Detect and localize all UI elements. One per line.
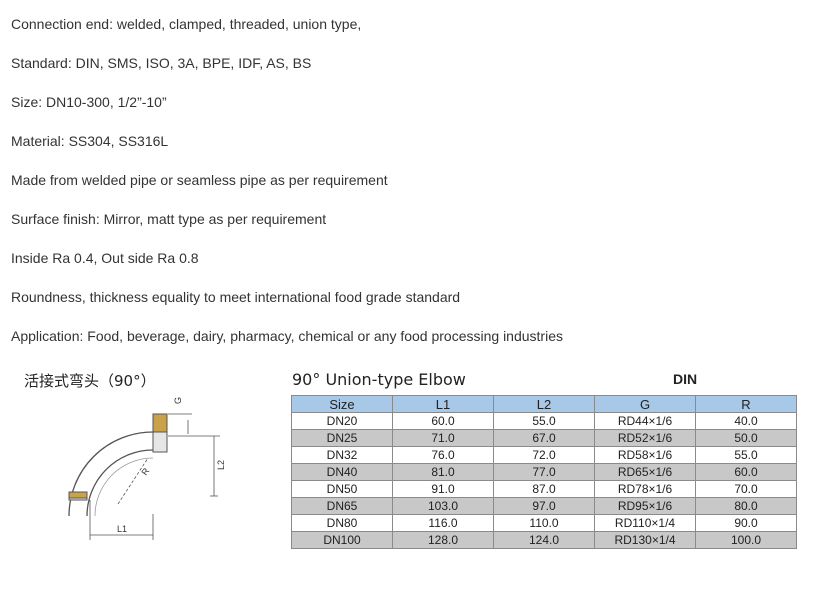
- cell-g: RD52×1/6: [594, 429, 696, 447]
- cell-g: RD44×1/6: [594, 412, 696, 430]
- header-r: R: [695, 395, 797, 413]
- cell-l2: 87.0: [493, 480, 595, 498]
- cell-l1: 128.0: [392, 531, 494, 549]
- table-row: DN20 60.0 55.0 RD44×1/6 40.0: [291, 412, 797, 430]
- cell-size: DN40: [291, 463, 393, 481]
- cell-size: DN100: [291, 531, 393, 549]
- spec-application: Application: Food, beverage, dairy, phar…: [11, 328, 563, 344]
- cell-l1: 81.0: [392, 463, 494, 481]
- cell-size: DN65: [291, 497, 393, 515]
- table-row: DN80 116.0 110.0 RD110×1/4 90.0: [291, 514, 797, 532]
- cell-size: DN25: [291, 429, 393, 447]
- cell-l2: 124.0: [493, 531, 595, 549]
- cell-l1: 91.0: [392, 480, 494, 498]
- cell-r: 90.0: [695, 514, 797, 532]
- cell-l2: 67.0: [493, 429, 595, 447]
- table-row: DN40 81.0 77.0 RD65×1/6 60.0: [291, 463, 797, 481]
- spec-size: Size: DN10-300, 1/2”-10”: [11, 94, 167, 110]
- header-size: Size: [291, 395, 393, 413]
- header-l1: L1: [392, 395, 494, 413]
- cell-l1: 103.0: [392, 497, 494, 515]
- spec-roughness: Inside Ra 0.4, Out side Ra 0.8: [11, 250, 199, 266]
- dim-r-label: R: [139, 466, 151, 477]
- header-l2: L2: [493, 395, 595, 413]
- cell-r: 80.0: [695, 497, 797, 515]
- spec-roundness: Roundness, thickness equality to meet in…: [11, 289, 461, 305]
- elbow-technical-drawing: G L2 R L1: [68, 397, 226, 540]
- cell-r: 100.0: [695, 531, 797, 549]
- spec-surface-finish: Surface finish: Mirror, matt type as per…: [11, 211, 327, 227]
- cell-r: 55.0: [695, 446, 797, 464]
- cell-g: RD58×1/6: [594, 446, 696, 464]
- spec-connection-end: Connection end: welded, clamped, threade…: [11, 16, 362, 32]
- table-title: 90° Union-type Elbow: [292, 370, 466, 389]
- cell-size: DN20: [291, 412, 393, 430]
- cell-size: DN32: [291, 446, 393, 464]
- table-row: DN25 71.0 67.0 RD52×1/6 50.0: [291, 429, 797, 447]
- dim-l2-label: L2: [216, 460, 226, 470]
- cell-l2: 55.0: [493, 412, 595, 430]
- cell-g: RD78×1/6: [594, 480, 696, 498]
- cell-g: RD65×1/6: [594, 463, 696, 481]
- elbow-dimensions-table: Size L1 L2 G R DN20 60.0 55.0 RD44×1/6 4…: [291, 395, 797, 549]
- cell-r: 40.0: [695, 412, 797, 430]
- table-row: DN50 91.0 87.0 RD78×1/6 70.0: [291, 480, 797, 498]
- dim-l1-label: L1: [117, 524, 127, 534]
- elbow-outer-contour: [68, 431, 154, 517]
- cell-l1: 76.0: [392, 446, 494, 464]
- table-row: DN100 128.0 124.0 RD130×1/4 100.0: [291, 531, 797, 549]
- cell-size: DN50: [291, 480, 393, 498]
- cell-l2: 110.0: [493, 514, 595, 532]
- table-row: DN32 76.0 72.0 RD58×1/6 55.0: [291, 446, 797, 464]
- cell-r: 50.0: [695, 429, 797, 447]
- top-union-body: [152, 431, 168, 453]
- cell-r: 70.0: [695, 480, 797, 498]
- cell-g: RD110×1/4: [594, 514, 696, 532]
- table-body: DN20 60.0 55.0 RD44×1/6 40.0 DN25 71.0 6…: [291, 412, 797, 549]
- spec-material: Material: SS304, SS316L: [11, 133, 169, 149]
- header-g: G: [594, 395, 696, 413]
- cell-l2: 72.0: [493, 446, 595, 464]
- cell-size: DN80: [291, 514, 393, 532]
- elbow-inner-contour: [86, 449, 154, 517]
- dim-g-label: G: [173, 397, 183, 404]
- cell-r: 60.0: [695, 463, 797, 481]
- spec-standard: Standard: DIN, SMS, ISO, 3A, BPE, IDF, A…: [11, 55, 312, 71]
- elbow-bore-line: [94, 457, 154, 517]
- radius-line: [117, 457, 149, 505]
- standard-label: DIN: [673, 371, 698, 387]
- cell-g: RD95×1/6: [594, 497, 696, 515]
- cell-g: RD130×1/4: [594, 531, 696, 549]
- cell-l2: 97.0: [493, 497, 595, 515]
- table-header-row: Size L1 L2 G R: [291, 395, 797, 413]
- cell-l1: 60.0: [392, 412, 494, 430]
- table-row: DN65 103.0 97.0 RD95×1/6 80.0: [291, 497, 797, 515]
- bottom-union-nut: [68, 491, 88, 499]
- cell-l2: 77.0: [493, 463, 595, 481]
- drawing-title: 活接式弯头（90°）: [24, 372, 156, 390]
- spec-pipe-type: Made from welded pipe or seamless pipe a…: [11, 172, 388, 188]
- cell-l1: 71.0: [392, 429, 494, 447]
- cell-l1: 116.0: [392, 514, 494, 532]
